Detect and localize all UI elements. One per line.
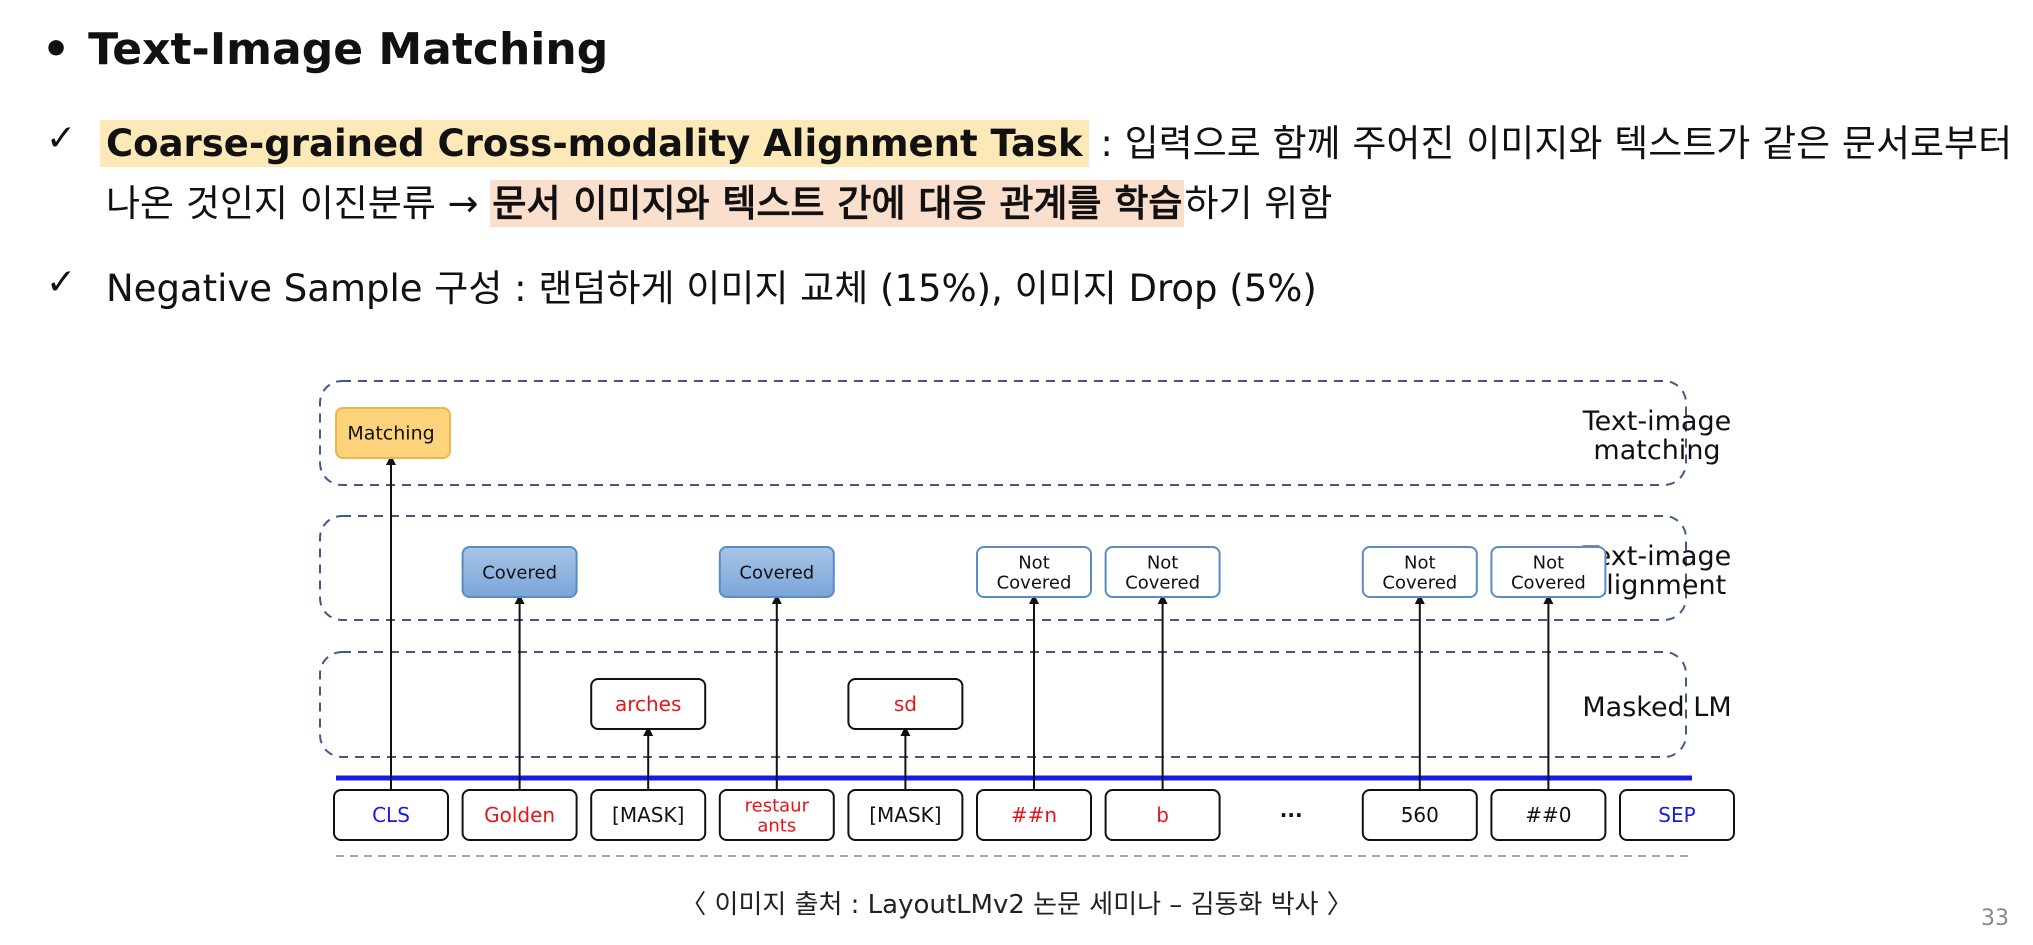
token-label: [MASK] xyxy=(869,803,941,827)
item-1-line-2-highlight: 문서 이미지와 텍스트 간에 대응 관계를 학습 xyxy=(490,180,1185,227)
layer-region-1 xyxy=(319,380,1687,486)
token-label: ··· xyxy=(1280,803,1303,827)
token-box xyxy=(1361,789,1478,841)
matching-label: Matching xyxy=(347,423,434,445)
covered-box xyxy=(718,546,835,598)
checkmark-icon: ✓ xyxy=(46,262,77,303)
item-1-line-2: 나온 것인지 이진분류 → 문서 이미지와 텍스트 간에 대응 관계를 학습하기… xyxy=(106,173,1332,227)
token-label: [MASK] xyxy=(612,803,684,827)
token-box xyxy=(847,789,964,841)
token-label: CLS xyxy=(372,803,410,827)
bullet: • xyxy=(42,24,71,75)
page-number: 33 xyxy=(1981,906,2009,931)
token-box xyxy=(1104,789,1221,841)
covered-label: Covered xyxy=(482,562,557,583)
covered-box xyxy=(461,546,578,598)
token-label: Golden xyxy=(484,803,555,827)
layer-label-3: Masked LM xyxy=(1582,692,1731,723)
layer-region-2 xyxy=(319,515,1687,621)
not-covered-box xyxy=(1361,546,1478,598)
token-box xyxy=(461,789,578,841)
checkmark-icon: ✓ xyxy=(46,118,77,159)
item-1-line-1-rest: : 입력으로 함께 주어진 이미지와 텍스트가 같은 문서로부터 xyxy=(1088,122,2013,165)
token-label: 560 xyxy=(1401,803,1439,827)
item-1-line-2-prefix: 나온 것인지 이진분류 → xyxy=(106,182,491,225)
covered-label: Covered xyxy=(739,562,814,583)
mlm-prediction-box xyxy=(590,678,707,730)
mlm-prediction-label: sd xyxy=(894,692,917,716)
token-label: SEP xyxy=(1658,803,1695,827)
token-box xyxy=(1619,789,1735,841)
item-1-line-2-suffix: 하기 위함 xyxy=(1184,182,1333,225)
token-label: b xyxy=(1156,803,1169,827)
mlm-prediction-label: arches xyxy=(615,692,681,716)
token-box xyxy=(333,789,449,841)
token-box xyxy=(590,789,707,841)
token-box xyxy=(976,789,1092,841)
slide-title: • Text-Image Matching xyxy=(42,24,608,75)
token-box xyxy=(1490,789,1607,841)
not-covered-box xyxy=(1104,546,1221,598)
token-label: ##n xyxy=(1011,803,1057,827)
title-text: Text-Image Matching xyxy=(88,24,609,75)
token-label: ##0 xyxy=(1525,803,1571,827)
mlm-prediction-box xyxy=(847,678,964,730)
item-1-line-1: Coarse-grained Cross-modality Alignment … xyxy=(100,113,2012,167)
not-covered-box xyxy=(1490,546,1607,598)
item-1-highlight: Coarse-grained Cross-modality Alignment … xyxy=(100,120,1089,167)
image-source-caption: 〈 이미지 출처 : LayoutLMv2 논문 세미나 – 김동화 박사 〉 xyxy=(680,890,1353,920)
item-2-text: Negative Sample 구성 : 랜덤하게 이미지 교체 (15%), … xyxy=(106,267,1317,310)
not-covered-box xyxy=(976,546,1092,598)
matching-box xyxy=(335,407,451,459)
token-box xyxy=(718,789,835,841)
layer-region-3 xyxy=(319,651,1687,758)
